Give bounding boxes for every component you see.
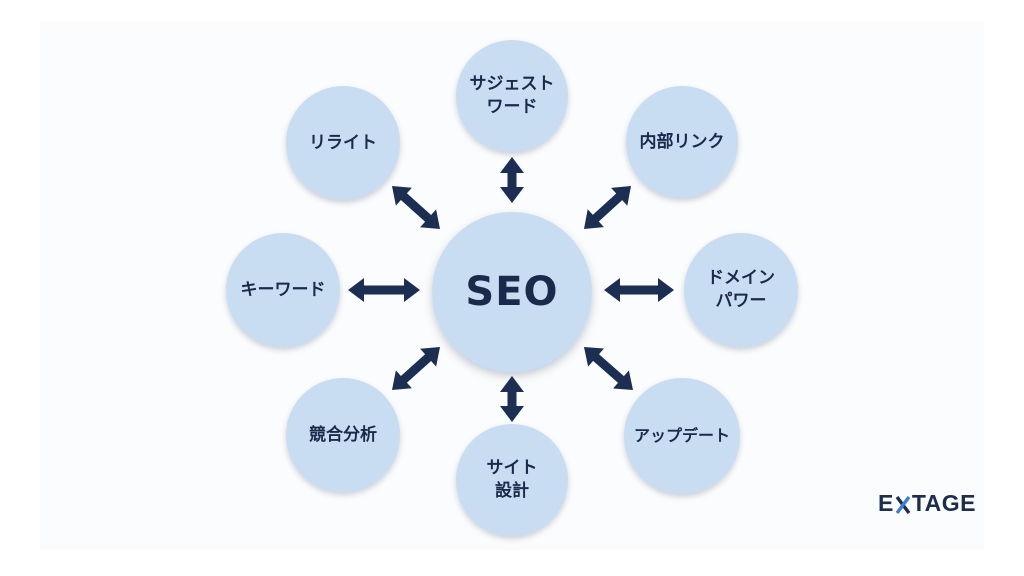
node-update: アップデート <box>624 378 740 494</box>
node-suggest-word: サジェスト ワード <box>456 40 568 152</box>
extage-logo: E TAGE <box>878 490 976 517</box>
logo-x-mark-icon <box>895 494 911 514</box>
arrow-internal-link <box>584 186 631 229</box>
arrow-keyword <box>348 278 420 302</box>
node-rewrite: リライト <box>286 86 400 200</box>
node-internal-link: 内部リンク <box>626 86 738 198</box>
arrow-rewrite <box>392 186 440 229</box>
arrow-update <box>584 347 633 390</box>
logo-text-suffix: TAGE <box>911 490 977 516</box>
arrow-domain-power <box>604 278 674 302</box>
arrow-competitive-analysis <box>392 347 440 390</box>
node-domain-power: ドメイン パワー <box>684 233 798 347</box>
center-node-seo: SEO <box>432 212 592 372</box>
logo-text-prefix: E <box>878 490 894 516</box>
node-site-design: サイト 設計 <box>456 424 568 536</box>
arrow-suggest-word <box>500 157 524 203</box>
node-keyword: キーワード <box>226 233 340 347</box>
arrow-site-design <box>500 376 524 422</box>
node-competitive-analysis: 競合分析 <box>286 378 400 492</box>
